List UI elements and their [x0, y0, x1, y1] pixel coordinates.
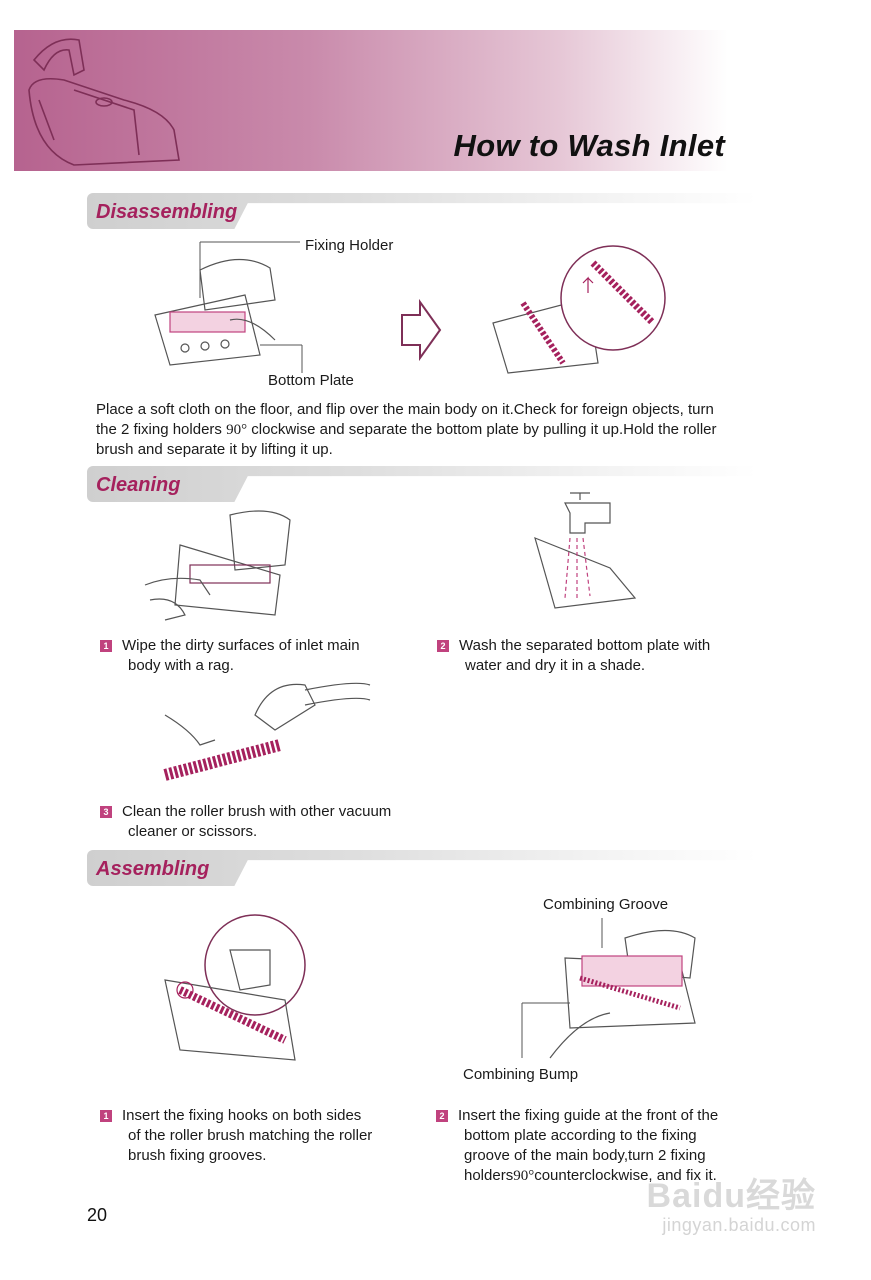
degree-value: 90°	[513, 1168, 535, 1184]
step-text: of the roller brush matching the roller	[128, 1127, 373, 1144]
step-text: Wipe the dirty surfaces of inlet main	[122, 637, 360, 654]
page-title: How to Wash Inlet	[453, 128, 725, 163]
section-title-cleaning: Cleaning	[96, 474, 181, 496]
step-badge: 2	[437, 640, 449, 652]
roller-brush-removal-illustration	[492, 245, 666, 374]
insert-roller-brush-illustration	[164, 914, 306, 1061]
section-title-assembling: Assembling	[96, 858, 210, 880]
attach-bottom-plate-illustration	[521, 918, 696, 1059]
step-badge: 1	[100, 1110, 112, 1122]
inlet-bottom-illustration	[154, 241, 303, 373]
vacuum-cleaning-brush-illustration	[163, 682, 371, 781]
callout-bottom-plate: Bottom Plate	[268, 372, 354, 389]
disassembling-instructions: Place a soft cloth on the floor, and fli…	[96, 400, 796, 460]
text-segment: holders	[464, 1167, 514, 1184]
disassembling-text-line-1: Place a soft cloth on the floor, and fli…	[96, 401, 714, 418]
text-segment: counterclockwise, and fix it.	[534, 1167, 717, 1184]
step-badge: 3	[100, 806, 112, 818]
step-text: Wash the separated bottom plate with	[459, 637, 711, 654]
assembling-step-1: 1 Insert the fixing hooks on both sides o…	[100, 1106, 420, 1166]
watermark-brand: Baidu经验	[646, 1177, 816, 1215]
text-segment: the 2 fixing holders	[96, 421, 227, 438]
section-bar-cleaning	[87, 466, 757, 502]
step-text: Clean the roller brush with other vacuum	[122, 803, 392, 820]
callout-combining-groove: Combining Groove	[543, 896, 669, 913]
step-text: body with a rag.	[128, 657, 234, 674]
step-text: bottom plate according to the fixing	[464, 1127, 697, 1144]
step-badge: 1	[100, 640, 112, 652]
callout-combining-bump: Combining Bump	[463, 1066, 579, 1083]
cleaning-step-2: 2 Wash the separated bottom plate with wa…	[437, 636, 767, 676]
degree-value: 90°	[226, 422, 248, 438]
faucet-wash-illustration	[534, 492, 637, 609]
assembling-step-2: 2 Insert the fixing guide at the front of…	[436, 1106, 766, 1186]
header-band	[14, 30, 854, 171]
step-text: cleaner or scissors.	[128, 823, 258, 840]
page-number: 20	[87, 1205, 108, 1225]
step-text: water and dry it in a shade.	[465, 657, 646, 674]
arrow-right-icon	[401, 298, 442, 362]
vacuum-cleaner-icon	[28, 38, 180, 166]
wipe-with-rag-illustration	[144, 510, 291, 621]
step-text: groove of the main body,turn 2 fixing	[464, 1147, 706, 1164]
step-text: brush fixing grooves.	[128, 1147, 267, 1164]
callout-fixing-holder: Fixing Holder	[305, 237, 394, 254]
text-segment: clockwise and separate the bottom plate …	[247, 421, 717, 438]
step-badge: 2	[436, 1110, 448, 1122]
section-title-disassembling: Disassembling	[96, 201, 238, 223]
cleaning-step-1: 1 Wipe the dirty surfaces of inlet main b…	[100, 636, 420, 676]
step-text: Insert the fixing guide at the front of …	[458, 1107, 719, 1124]
disassembling-text-line-2: the 2 fixing holders 90° clockwise and s…	[96, 420, 796, 440]
step-text-line-4: holders90°counterclockwise, and fix it.	[436, 1166, 766, 1186]
cleaning-step-3: 3 Clean the roller brush with other vacuu…	[100, 802, 440, 842]
step-text: Insert the fixing hooks on both sides	[122, 1107, 362, 1124]
disassembling-text-line-3: brush and separate it by lifting it up.	[96, 441, 333, 458]
watermark-url: jingyan.baidu.com	[662, 1215, 816, 1235]
